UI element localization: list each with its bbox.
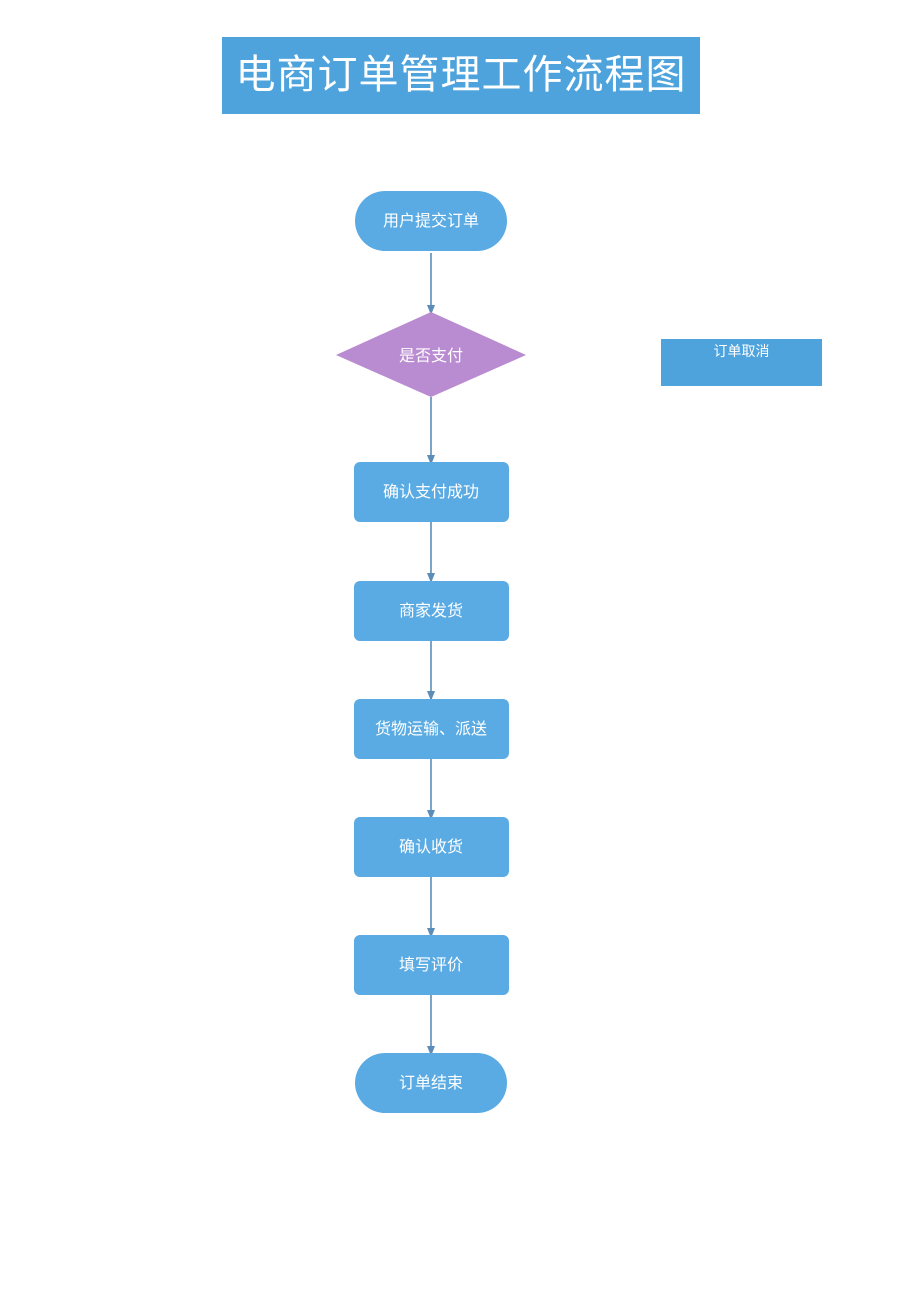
node-confirm-payment-label: 确认支付成功 [383, 482, 479, 501]
order-cancel-box: 订单取消 [661, 339, 822, 386]
node-confirm-payment: 确认支付成功 [354, 462, 509, 522]
node-confirm-receipt-label: 确认收货 [399, 837, 463, 856]
node-start: 用户提交订单 [355, 191, 507, 251]
node-confirm-receipt: 确认收货 [354, 817, 509, 877]
node-review: 填写评价 [354, 935, 509, 995]
node-transport-label: 货物运输、派送 [375, 719, 487, 738]
node-end: 订单结束 [355, 1053, 507, 1113]
diagram-title: 电商订单管理工作流程图 [222, 37, 700, 114]
node-merchant-ship: 商家发货 [354, 581, 509, 641]
node-review-label: 填写评价 [399, 955, 463, 974]
node-decision-label: 是否支付 [399, 346, 463, 365]
node-end-label: 订单结束 [399, 1073, 463, 1092]
node-merchant-ship-label: 商家发货 [399, 601, 463, 620]
node-transport: 货物运输、派送 [354, 699, 509, 759]
node-start-label: 用户提交订单 [383, 211, 479, 230]
order-cancel-label: 订单取消 [713, 344, 770, 360]
node-decision: 是否支付 [336, 312, 526, 397]
